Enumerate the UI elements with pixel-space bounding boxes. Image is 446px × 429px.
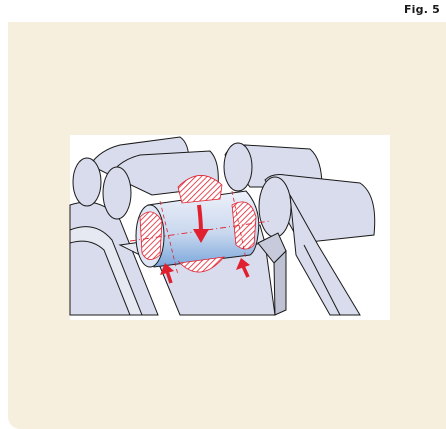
bearing-illustration [60,125,390,320]
bearing-svg [60,125,390,320]
figure-label: Fig. 5 [404,3,440,16]
right-roller [259,175,375,243]
header-strip: Fig. 5 [0,0,446,22]
stress-zone-right [232,202,256,249]
stress-zone-left [140,212,162,260]
